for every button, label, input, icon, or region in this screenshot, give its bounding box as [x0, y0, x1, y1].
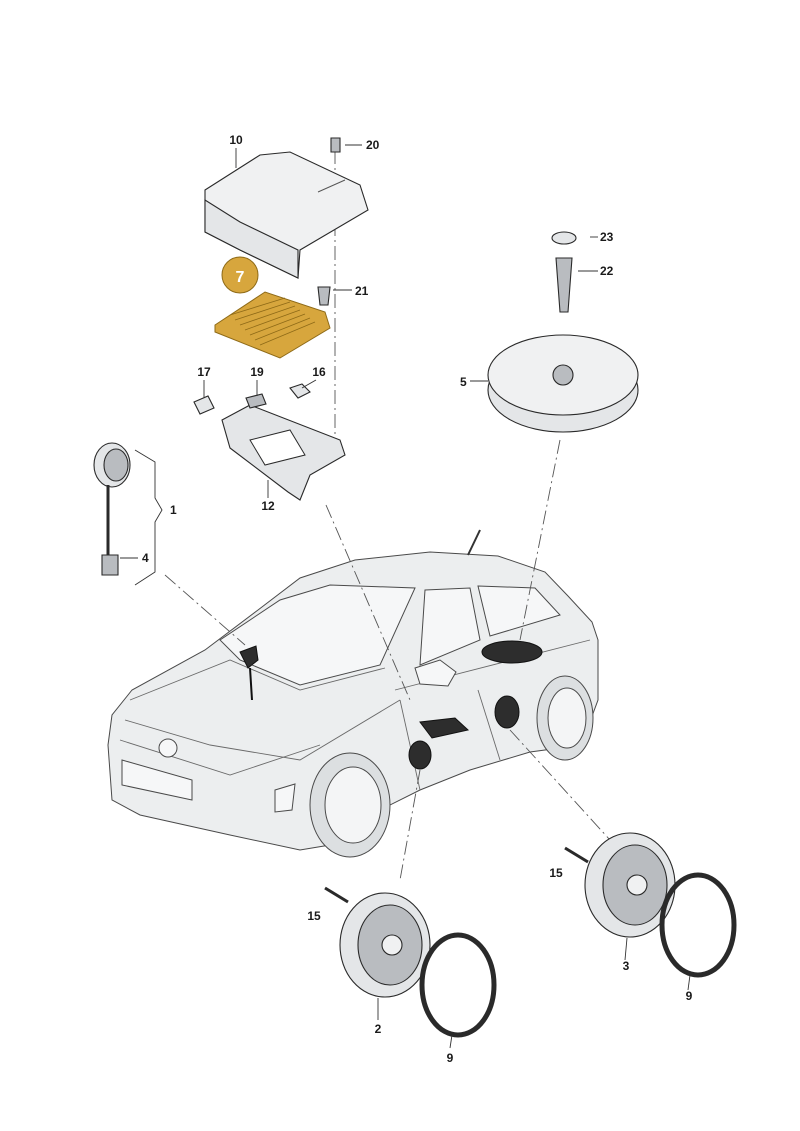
callout-3: 3 [623, 959, 630, 973]
callout-badge-7[interactable] [221, 256, 259, 294]
callout-21: 21 [355, 284, 369, 298]
callout-9b: 9 [686, 989, 693, 1003]
callout-5: 5 [460, 375, 467, 389]
part-screw-21[interactable] [317, 286, 331, 306]
callout-10: 10 [229, 133, 243, 147]
zone-rear-door-speaker [494, 695, 520, 729]
part-tweeter-1[interactable] [93, 442, 131, 555]
callout-9a: 9 [447, 1051, 454, 1065]
part-cover-10[interactable] [204, 151, 369, 279]
callout-15a: 15 [307, 909, 321, 923]
part-connector-4[interactable] [101, 554, 119, 576]
callout-2: 2 [375, 1022, 382, 1036]
vehicle-outline [107, 529, 599, 858]
zone-dash-tweeter [239, 645, 259, 669]
part-control-unit-7[interactable] [214, 291, 331, 359]
callout-1: 1 [170, 503, 177, 517]
part-cap-23[interactable] [551, 231, 577, 245]
callout-22: 22 [600, 264, 614, 278]
part-bracket-12[interactable] [221, 404, 346, 501]
callout-4: 4 [142, 551, 149, 565]
callout-20: 20 [366, 138, 380, 152]
part-screw-20[interactable] [330, 137, 341, 153]
part-ring-9a[interactable] [419, 932, 497, 1038]
zone-parcel-shelf [481, 640, 543, 664]
part-screw-15b[interactable] [564, 846, 589, 864]
callout-17: 17 [197, 365, 211, 379]
callout-12: 12 [261, 499, 275, 513]
part-screw-15a[interactable] [324, 886, 349, 904]
callout-16: 16 [312, 365, 326, 379]
part-ring-9b[interactable] [659, 872, 737, 978]
part-screw-19[interactable] [245, 393, 267, 409]
leader-lines [120, 144, 691, 1049]
part-subwoofer-5[interactable] [487, 334, 639, 433]
part-speaker-2[interactable] [339, 892, 431, 998]
part-bolt-22[interactable] [555, 257, 573, 313]
zone-door-trim [419, 717, 470, 739]
callout-7: 7 [236, 269, 245, 286]
callout-23: 23 [600, 230, 614, 244]
part-clip-17[interactable] [193, 395, 215, 415]
part-speaker-3[interactable] [584, 832, 676, 938]
zone-front-door-speaker [408, 740, 432, 770]
part-nut-16[interactable] [289, 383, 311, 399]
callout-19: 19 [250, 365, 264, 379]
callout-15b: 15 [549, 866, 563, 880]
